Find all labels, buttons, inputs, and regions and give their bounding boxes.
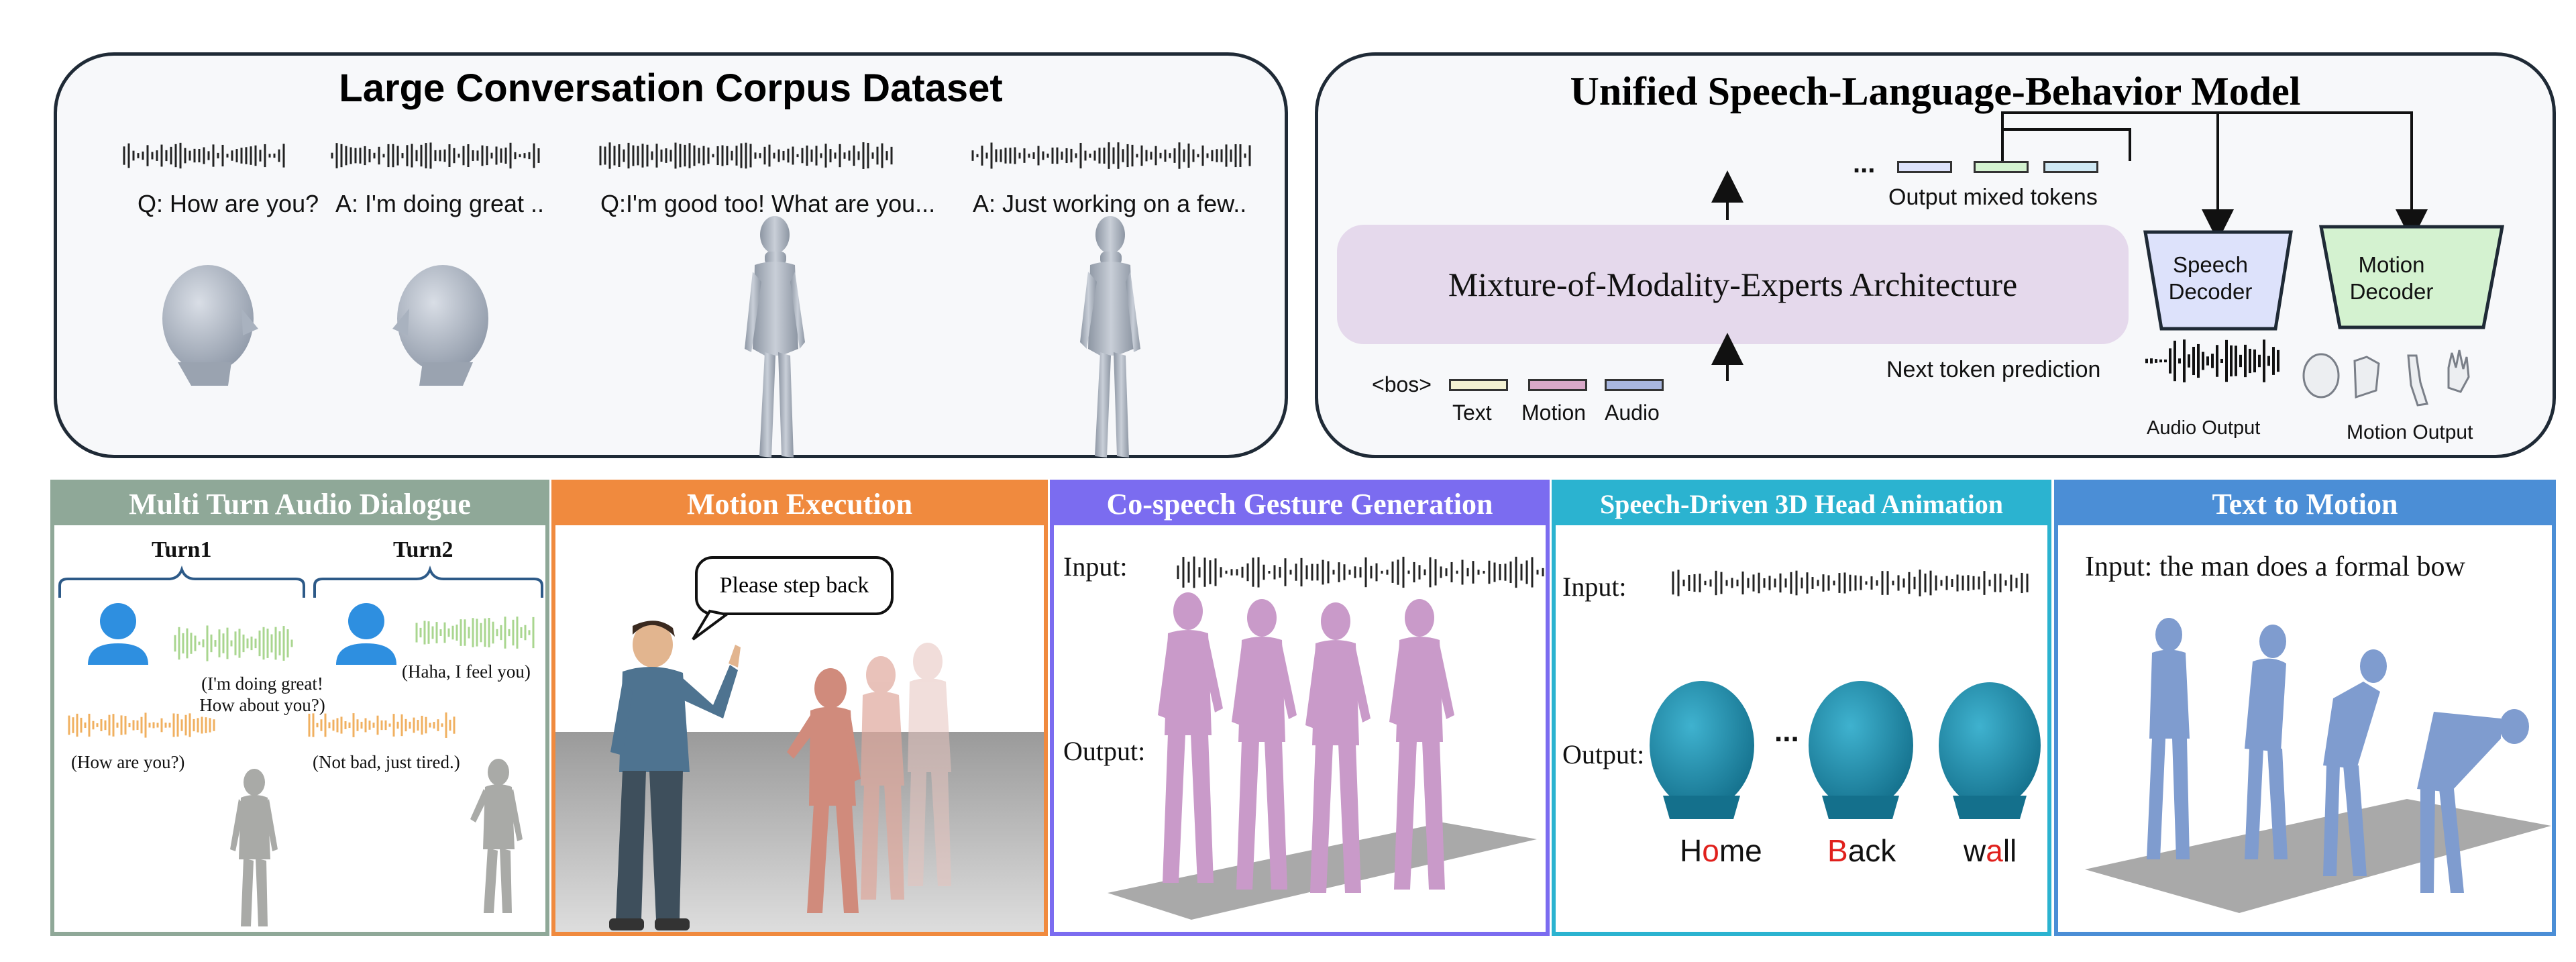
- speech-bubble-text: Please step back: [719, 573, 869, 598]
- gesture-figure: [1305, 602, 1371, 893]
- task-panel-text-to-motion: Text to Motion Input: the man does a for…: [2054, 480, 2556, 936]
- teal-head-1: [1650, 681, 1754, 819]
- model-connectors: [1711, 111, 2505, 407]
- corpus-caption-4: A: Just working on a few..: [973, 190, 1247, 217]
- turn-braces: [58, 566, 543, 926]
- motion-decoder-text: Motion Decoder: [2349, 252, 2434, 304]
- speech-bubble: Please step back: [695, 556, 894, 615]
- text-to-motion-figures: [2085, 618, 2551, 913]
- head-ellipsis: ...: [1774, 715, 1799, 748]
- gesture-figure: [1389, 599, 1454, 890]
- head-input-label: Input:: [1562, 572, 1627, 602]
- task-panel-motion-execution: Motion Execution Please step back: [551, 480, 1048, 936]
- teal-head-3: [1939, 682, 2041, 819]
- word3-pre: w: [1964, 833, 1986, 868]
- audio-output-waveform: [2145, 339, 2279, 382]
- task-title-multi-turn: Multi Turn Audio Dialogue: [54, 484, 545, 525]
- user-icon-1: [88, 603, 148, 665]
- corpus-waveforms: [123, 142, 1251, 169]
- target-figure: [787, 668, 861, 913]
- word1-post: me: [1719, 833, 1762, 868]
- question-2: (Not bad, just tired.): [313, 752, 460, 772]
- reply-1: (I'm doing great! How about you?): [199, 674, 325, 715]
- motion-output-label: Motion Output: [2347, 421, 2473, 443]
- input-token-audio: [1605, 379, 1664, 391]
- output-token-motion: [1974, 161, 2029, 173]
- input-token-label-motion: Motion: [1521, 400, 1587, 425]
- t1-body-2: [470, 759, 523, 913]
- question-1: (How are you?): [71, 752, 185, 772]
- co-speech-input-label: Input:: [1063, 551, 1128, 582]
- user-icon-2: [336, 603, 396, 665]
- motion-execution-figures: [609, 609, 951, 930]
- viseme-word-1: Home: [1680, 833, 1762, 869]
- word3-post: ll: [2002, 833, 2017, 868]
- word1-hl: o: [1702, 833, 1719, 868]
- input-token-label-text: Text: [1452, 400, 1492, 425]
- audio-output-label: Audio Output: [2147, 417, 2261, 439]
- teal-head-2: [1809, 681, 1913, 819]
- corpus-caption-2: A: I'm doing great ..: [335, 190, 545, 217]
- task-title-motion-execution: Motion Execution: [555, 484, 1044, 525]
- body-avatar-1: [745, 216, 805, 458]
- waveform-lines: [123, 142, 1251, 169]
- task-title-head-animation: Speech-Driven 3D Head Animation: [1556, 484, 2047, 525]
- motion-decoder-label: Motion Decoder: [2334, 252, 2449, 305]
- word3-hl: a: [1986, 833, 2003, 868]
- corpus-caption-3: Q:I'm good too! What are you...: [600, 190, 936, 217]
- gesture-figure: [1232, 599, 1297, 890]
- bow-figure-3: [2323, 649, 2387, 876]
- word2-post: ack: [1847, 833, 1896, 868]
- bow-figure-2: [2245, 625, 2288, 859]
- task-panel-head-animation: Speech-Driven 3D Head Animation Input: O…: [1552, 480, 2051, 936]
- bow-figure-1: [2147, 618, 2190, 859]
- motion-output-icons: [2302, 350, 2470, 407]
- turn2-label: Turn2: [393, 537, 453, 562]
- speech-decoder-label: Speech Decoder: [2153, 252, 2267, 305]
- speaker-figure: [609, 621, 741, 930]
- word2-hl: B: [1827, 833, 1848, 868]
- task-panel-multi-turn: Multi Turn Audio Dialogue Turn1 Turn2 (I…: [50, 480, 549, 936]
- next-token-label: Next token prediction: [1886, 357, 2101, 382]
- faded-figure-1: [861, 656, 904, 900]
- task-title-co-speech: Co-speech Gesture Generation: [1054, 484, 1546, 525]
- word1-pre: H: [1680, 833, 1703, 868]
- gesture-figure: [1158, 592, 1223, 883]
- corpus-avatars: [162, 216, 1140, 458]
- bow-figure-4: [2417, 709, 2529, 893]
- speech-decoder-text: Speech Decoder: [2168, 252, 2253, 304]
- output-ellipsis: ...: [1853, 149, 1876, 178]
- corpus-title: Large Conversation Corpus Dataset: [339, 66, 1003, 110]
- viseme-word-2: Back: [1827, 833, 1896, 869]
- turn1-label: Turn1: [152, 537, 212, 562]
- output-token-text: [1897, 161, 1952, 173]
- input-token-label-audio: Audio: [1605, 400, 1660, 425]
- input-token-motion: [1528, 379, 1587, 391]
- co-speech-output-label: Output:: [1063, 736, 1146, 766]
- t1-body-1: [230, 769, 278, 926]
- task-title-text-to-motion: Text to Motion: [2058, 484, 2552, 525]
- co-speech-figures: [1108, 556, 1544, 920]
- head-avatar-2: [392, 265, 488, 386]
- reply-2: (Haha, I feel you): [402, 661, 531, 682]
- model-title: Unified Speech-Language-Behavior Model: [1570, 69, 2301, 113]
- architecture-label: Mixture-of-Modality-Experts Architecture: [1448, 266, 2018, 303]
- head-avatar-1: [162, 265, 258, 386]
- viseme-word-3: wall: [1964, 833, 2017, 869]
- head-output-label: Output:: [1562, 739, 1645, 769]
- output-tokens-label: Output mixed tokens: [1888, 184, 2098, 210]
- corpus-caption-1: Q: How are you?: [138, 190, 319, 217]
- body-avatar-2: [1080, 216, 1140, 458]
- architecture-block: [1337, 225, 2129, 344]
- output-token-audio: [2043, 161, 2098, 173]
- task-panel-co-speech: Co-speech Gesture Generation Input: Outp…: [1050, 480, 1550, 936]
- faded-figure-2: [908, 643, 951, 886]
- input-token-text: [1449, 379, 1508, 391]
- bos-token: <bos>: [1372, 372, 1432, 396]
- corpus-panel: [54, 52, 1288, 458]
- text-to-motion-input: Input: the man does a formal bow: [2085, 551, 2465, 582]
- head-animation-faces: [1650, 570, 2041, 819]
